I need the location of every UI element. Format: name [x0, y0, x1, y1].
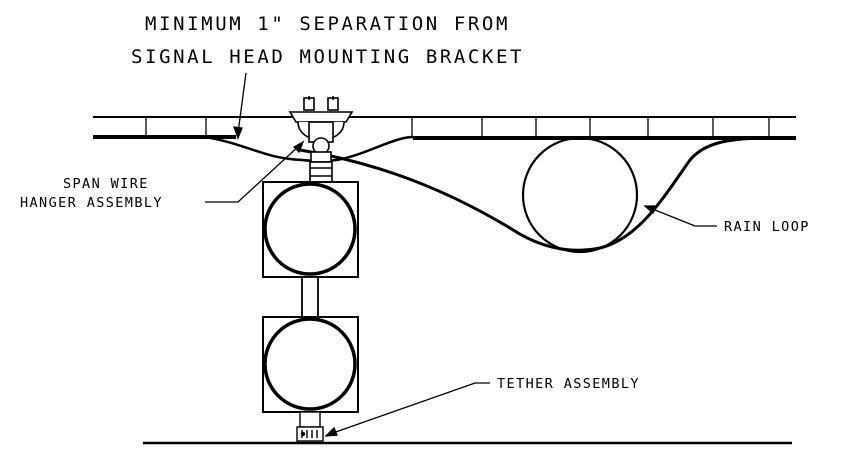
label-rain-loop: RAIN LOOP [724, 219, 810, 235]
signal-connector-pipe [301, 276, 319, 318]
label-tether-assembly: TETHER ASSEMBLY [497, 376, 640, 392]
label-span-wire-line2: HANGER ASSEMBLY [20, 195, 163, 211]
signal-head-lower [262, 316, 359, 413]
label-separation-line1: MINIMUM 1" SEPARATION FROM [145, 13, 510, 35]
tether-assembly [296, 411, 324, 442]
label-separation-line2: SIGNAL HEAD MOUNTING BRACKET [131, 46, 524, 68]
hanger-bracket [288, 96, 354, 163]
signal-head-upper [262, 161, 359, 278]
span-wire-top [93, 116, 796, 140]
leaders [205, 72, 717, 437]
rain-loop-circle [521, 136, 639, 254]
label-span-wire-line1: SPAN WIRE [63, 176, 149, 192]
signal-cable [299, 136, 761, 252]
